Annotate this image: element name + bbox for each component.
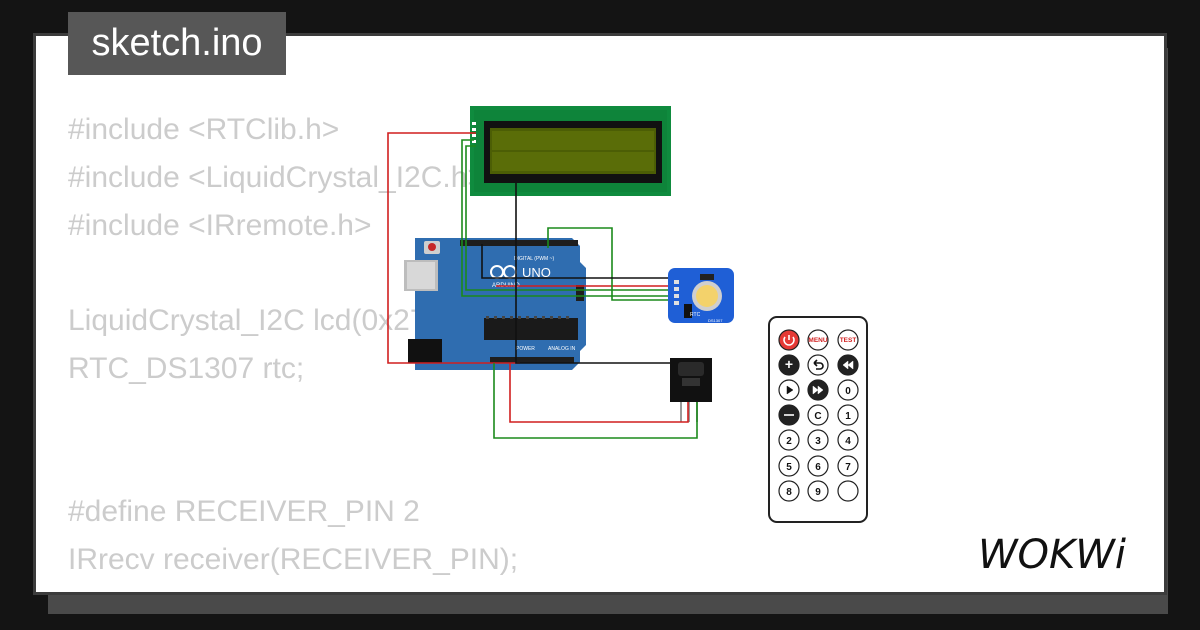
- remote-button[interactable]: [778, 354, 800, 376]
- code-line: decode_results results;: [68, 584, 528, 592]
- remote-button-label: 1: [845, 411, 851, 422]
- remote-button[interactable]: [807, 404, 829, 426]
- remote-button[interactable]: [807, 429, 829, 451]
- remote-button[interactable]: [837, 480, 859, 502]
- remote-button[interactable]: [778, 480, 800, 502]
- lcd-display[interactable]: [470, 106, 671, 196]
- remote-button[interactable]: [778, 429, 800, 451]
- ir-remote[interactable]: MENU TEST +0C 1 2 3 4 5 6 7 8 9: [768, 316, 868, 523]
- remote-button[interactable]: [837, 329, 859, 351]
- remote-button-label: C: [814, 411, 821, 422]
- ir-receiver-module[interactable]: [670, 358, 712, 422]
- back-icon: [813, 359, 824, 370]
- code-line: IRrecv receiver(RECEIVER_PIN);: [68, 543, 519, 577]
- remote-button-label: 3: [815, 436, 821, 447]
- code-line: #include <RTClib.h>: [68, 113, 340, 146]
- code-preview: #include <RTClib.h> #include <LiquidCryst…: [68, 106, 529, 592]
- play-icon: [786, 385, 794, 395]
- next-icon: [812, 385, 824, 395]
- code-line: #include <LiquidCrystal_I2C.h>: [68, 160, 485, 194]
- remote-button-label: 6: [815, 462, 821, 473]
- analog-label: ANALOG IN: [548, 346, 576, 352]
- remote-button-label: 9: [815, 487, 821, 498]
- wokwi-logo-text: WOKWi: [978, 532, 1126, 578]
- rtc-label: RTC: [690, 312, 701, 318]
- wires: [387, 132, 698, 439]
- rtc-chip: DS1307: [708, 318, 723, 323]
- remote-button-label: 5: [786, 462, 792, 473]
- remote-button-label: MENU: [808, 337, 827, 344]
- wokwi-logo: WOKWi: [978, 532, 1126, 578]
- remote-button-label: 0: [845, 386, 851, 397]
- remote-button[interactable]: [807, 480, 829, 502]
- remote-button[interactable]: [807, 329, 829, 351]
- code-line: RTC_DS1307 rtc;: [68, 351, 305, 385]
- remote-button[interactable]: [837, 455, 859, 477]
- arduino-uno-board[interactable]: UNO ARDUINO DIGITAL (PWM ~) POWER ANALOG…: [404, 238, 586, 370]
- remote-button-label: 4: [845, 436, 851, 447]
- file-tab[interactable]: sketch.ino: [68, 12, 286, 75]
- remote-button-label: 8: [786, 487, 792, 498]
- remote-button-label: TEST: [840, 337, 857, 344]
- remote-button[interactable]: [807, 354, 829, 376]
- remote-button[interactable]: [778, 455, 800, 477]
- remote-button[interactable]: [837, 404, 859, 426]
- remote-button[interactable]: [837, 429, 859, 451]
- board-logo-text: UNO: [522, 265, 551, 280]
- rtc-module[interactable]: RTC DS1307: [668, 268, 734, 323]
- code-line: #include <IRremote.h>: [68, 208, 372, 242]
- code-line: LiquidCrystal_I2C lcd(0x27, 16, 2);: [68, 304, 529, 338]
- previous-icon: [842, 360, 854, 370]
- digital-label: DIGITAL (PWM ~): [514, 256, 554, 262]
- remote-button[interactable]: [837, 379, 859, 401]
- remote-button-label: 7: [845, 462, 851, 473]
- code-line: #define RECEIVER_PIN 2: [68, 495, 420, 529]
- remote-button-label: 2: [786, 436, 792, 447]
- power-label: POWER: [516, 346, 535, 352]
- remote-button-label: +: [785, 356, 793, 372]
- power-icon: [783, 335, 795, 346]
- remote-button[interactable]: [807, 455, 829, 477]
